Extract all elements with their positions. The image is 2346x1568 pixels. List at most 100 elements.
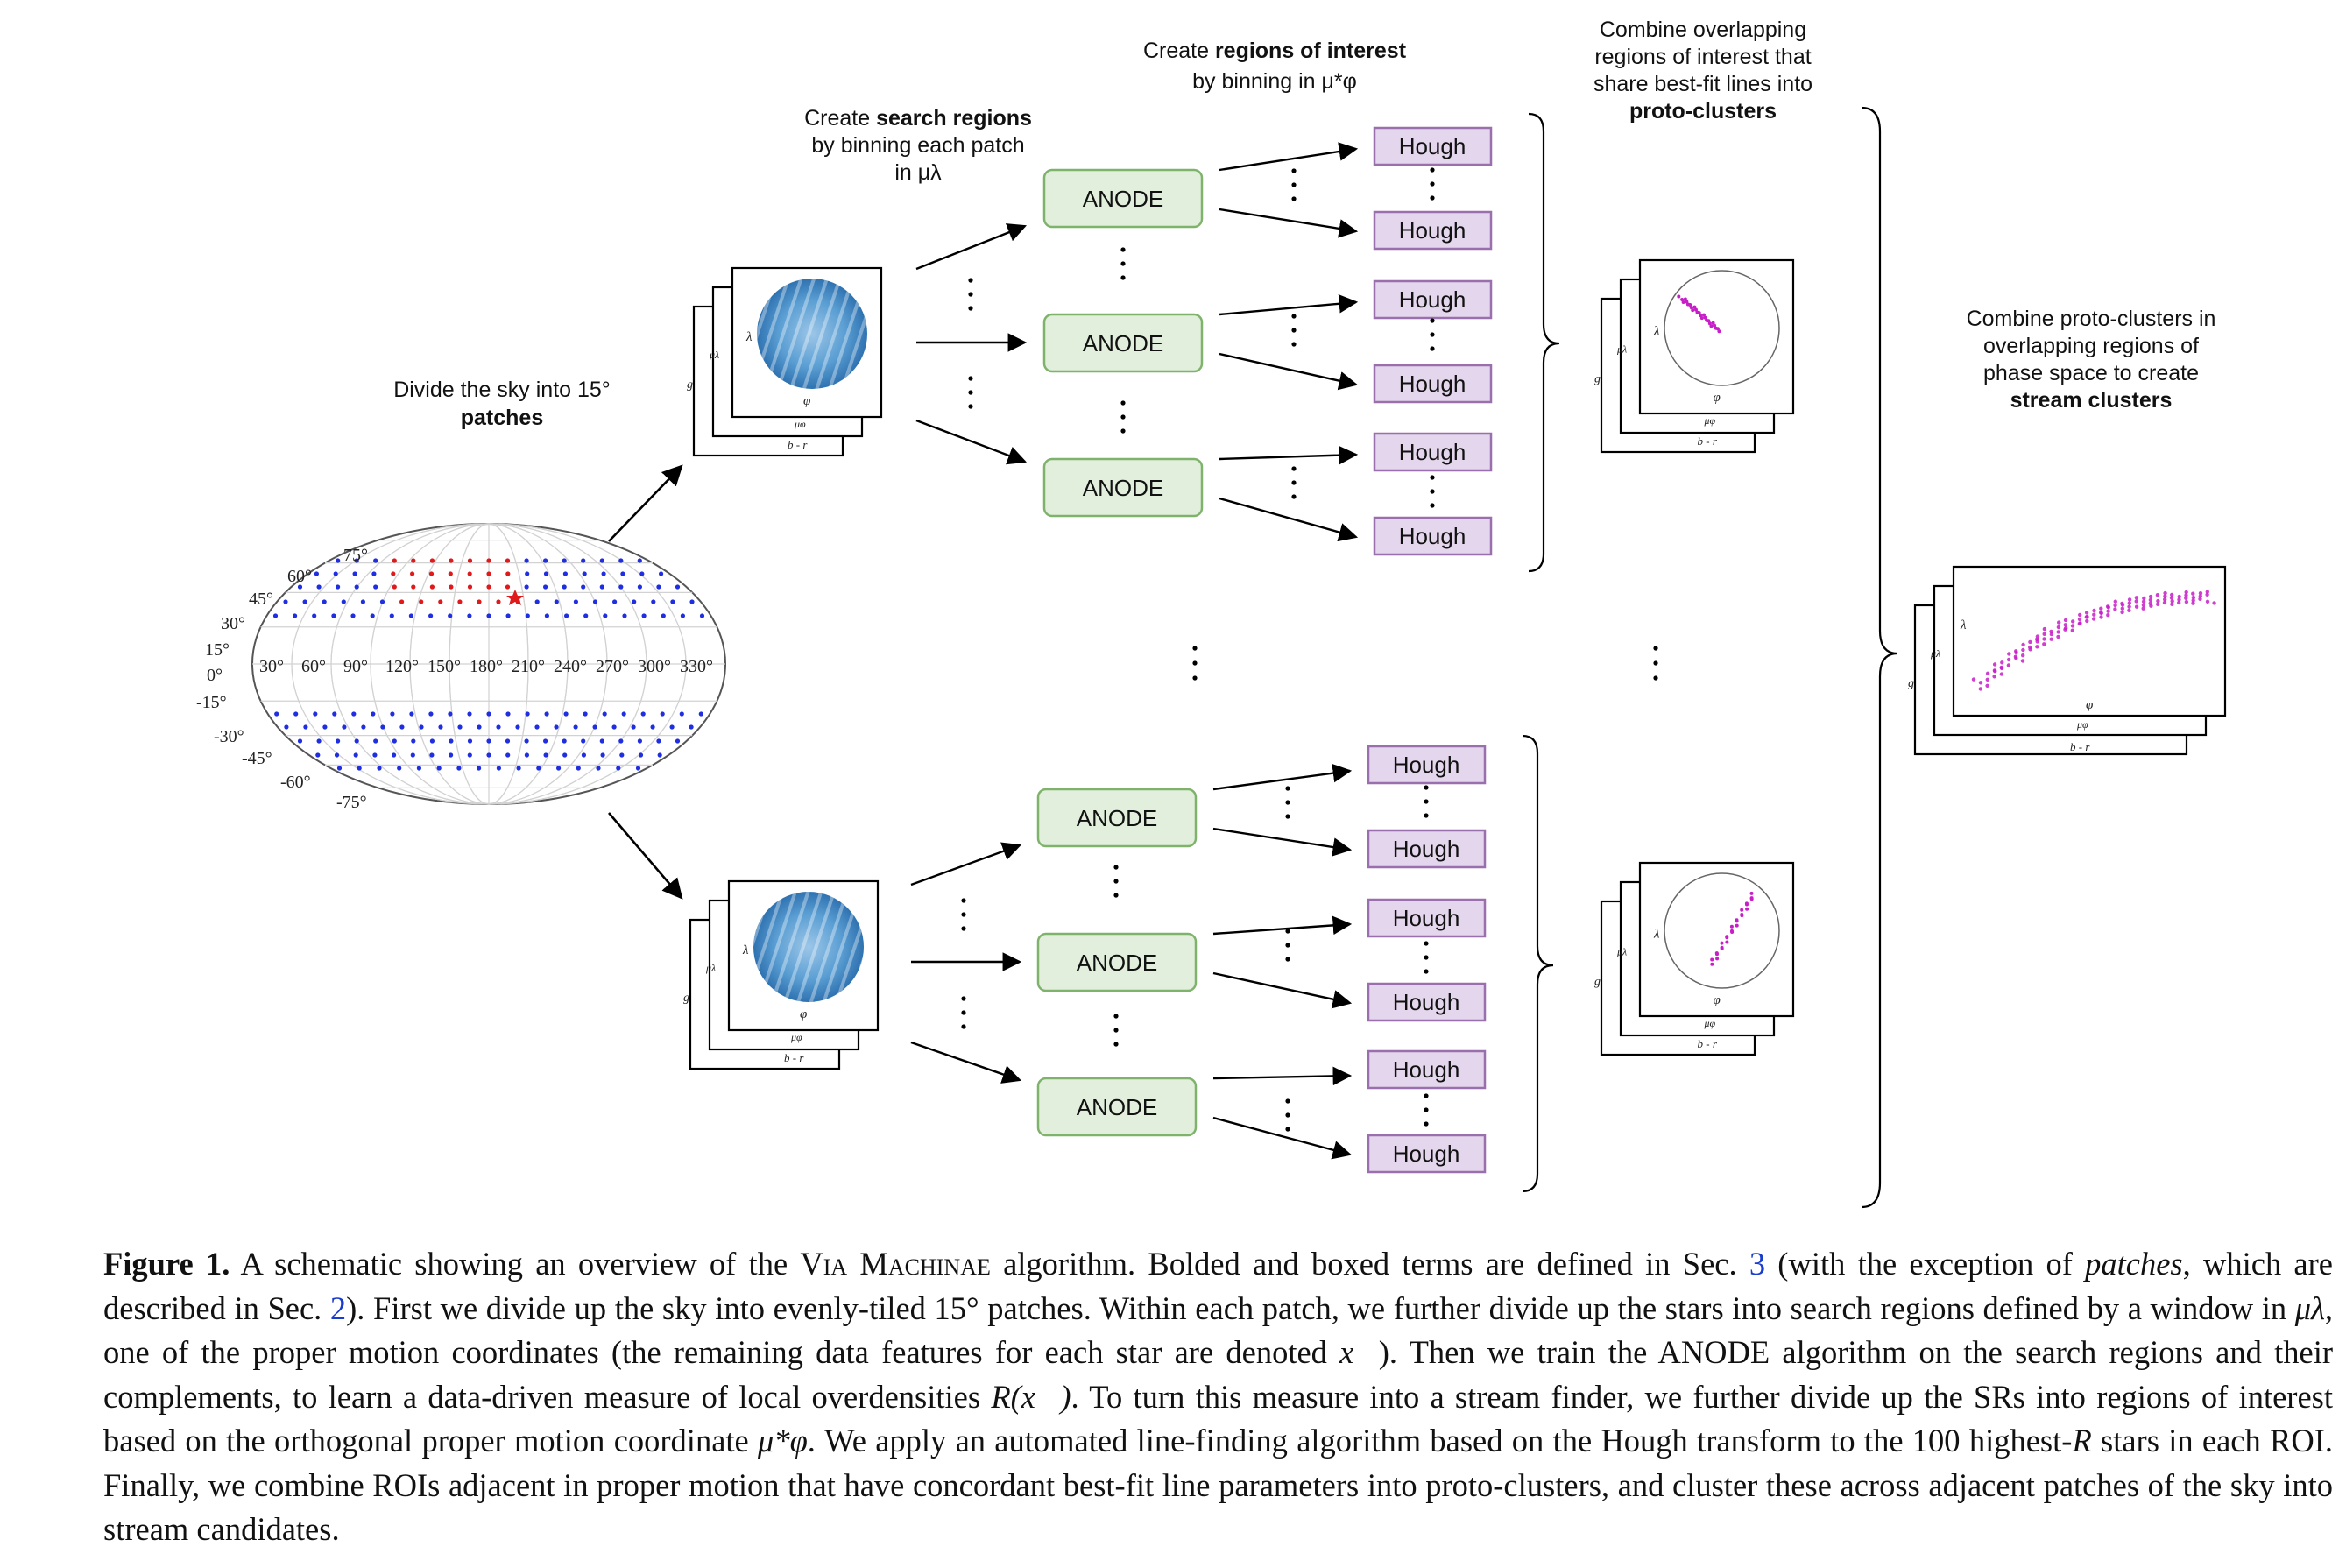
stream-star bbox=[2049, 637, 2053, 641]
patch-center-point bbox=[477, 724, 482, 730]
caption-r-of-x: R(x⃗) bbox=[991, 1378, 1071, 1415]
brace-bottom bbox=[1522, 734, 1554, 1193]
patch-center-point bbox=[689, 599, 695, 604]
ellipsis-dot bbox=[1424, 1107, 1429, 1112]
patch-center-point bbox=[449, 738, 454, 744]
patch-center-point bbox=[583, 711, 588, 717]
anode-box bbox=[1042, 168, 1204, 229]
ellipsis-dot bbox=[1653, 646, 1658, 651]
stream-star bbox=[1702, 313, 1706, 317]
latitude-label: 60° bbox=[287, 567, 312, 586]
axis-mu-lambda: μλ bbox=[1616, 946, 1627, 958]
patch-center-point bbox=[467, 558, 473, 563]
patch-center-point bbox=[467, 711, 472, 717]
proto-label-line3: share best-fit lines into bbox=[1593, 72, 1812, 96]
ellipsis-dot bbox=[1120, 261, 1126, 266]
axis-b-minus-r: b - r bbox=[784, 1051, 804, 1064]
stream-star bbox=[1735, 923, 1739, 928]
patch-center-point bbox=[342, 724, 347, 730]
hough-box bbox=[1373, 279, 1493, 320]
caption-text-9: . We apply an automated line-finding alg… bbox=[807, 1423, 2073, 1459]
patch-center-point bbox=[419, 724, 424, 730]
patch-center-point bbox=[336, 584, 341, 590]
patch-center-point bbox=[544, 613, 550, 618]
ellipsis-dot bbox=[1113, 893, 1119, 898]
patch-center-point bbox=[534, 599, 540, 604]
stream-star bbox=[2113, 607, 2117, 611]
patch-center-point bbox=[554, 599, 559, 604]
ellipsis-dot bbox=[1430, 346, 1435, 351]
patch-center-point bbox=[336, 558, 341, 563]
stream-star bbox=[1978, 681, 1983, 685]
arrow-anode-to-hough bbox=[1212, 827, 1353, 857]
anode-box-label: ANODE bbox=[1077, 805, 1157, 831]
patch-center-point bbox=[656, 584, 661, 590]
stream-star bbox=[1730, 930, 1735, 934]
patch-center-point bbox=[457, 599, 463, 604]
patch-center-point bbox=[596, 766, 601, 771]
caption-ref-sec2[interactable]: 2 bbox=[329, 1289, 347, 1326]
hough-box-label: Hough bbox=[1399, 439, 1466, 465]
stream-star bbox=[2163, 597, 2167, 602]
stream-star bbox=[2120, 610, 2124, 615]
patch-center-point bbox=[448, 752, 454, 758]
patch-center-point bbox=[556, 766, 562, 771]
stream-star bbox=[2198, 594, 2202, 598]
caption-mu-lambda: μλ bbox=[2294, 1289, 2325, 1326]
patch-center-point bbox=[334, 752, 340, 758]
axis-phi: φ bbox=[1714, 391, 1721, 405]
patch-center-point bbox=[564, 613, 569, 618]
ellipsis-dot bbox=[968, 278, 973, 283]
patch-center-point bbox=[391, 571, 396, 576]
patch-center-point bbox=[416, 766, 421, 771]
ellipsis-dot bbox=[961, 1024, 966, 1029]
patch-center-point bbox=[314, 571, 319, 576]
stream-star bbox=[2120, 606, 2124, 611]
stream-star bbox=[2191, 601, 2195, 605]
stream-star bbox=[2141, 606, 2145, 611]
axis-phi: φ bbox=[1714, 993, 1721, 1007]
patch-center-point bbox=[390, 711, 395, 717]
stream-star bbox=[1680, 298, 1685, 301]
longitude-label: 90° bbox=[343, 657, 368, 676]
arrow-sky-to-patch-bottom bbox=[608, 812, 683, 900]
anode-box bbox=[1042, 313, 1204, 373]
patch-center-point bbox=[631, 724, 636, 730]
stream-star bbox=[2212, 601, 2216, 605]
caption-ref-sec3[interactable]: 3 bbox=[1749, 1246, 1766, 1282]
axis-g: g bbox=[1908, 677, 1914, 690]
axis-mu-phi: μφ bbox=[2076, 718, 2088, 731]
patch-center-point bbox=[429, 558, 435, 563]
proto-label-line2: regions of interest that bbox=[1594, 45, 1811, 69]
patch-center-point bbox=[524, 584, 529, 590]
hough-box bbox=[1367, 745, 1487, 785]
stream-star bbox=[2113, 599, 2117, 604]
anode-box-label: ANODE bbox=[1083, 330, 1163, 357]
patch-center-point bbox=[543, 571, 549, 576]
hough-box-label: Hough bbox=[1399, 371, 1466, 397]
stream-star bbox=[2000, 660, 2004, 665]
hough-box-label: Hough bbox=[1399, 133, 1466, 159]
ellipsis-dot bbox=[1291, 342, 1297, 347]
patch-center-point bbox=[274, 711, 279, 717]
anode-box bbox=[1036, 788, 1198, 848]
patch-center-point bbox=[619, 752, 625, 758]
caption-text-10: stars in each ROI. Finally, we combine R… bbox=[103, 1423, 2333, 1547]
hough-box bbox=[1373, 364, 1493, 404]
anode-box bbox=[1036, 1077, 1198, 1137]
algorithm-schematic: Divide the sky into 15° patches Create s… bbox=[196, 18, 2227, 1209]
longitude-label: 120° bbox=[385, 657, 419, 676]
stream-star bbox=[2056, 630, 2060, 634]
stream-star bbox=[2148, 594, 2153, 599]
stream-star bbox=[2113, 603, 2117, 608]
patch-center-point bbox=[562, 584, 567, 590]
axis-b-minus-r: b - r bbox=[788, 438, 808, 451]
ellipsis-dot bbox=[968, 376, 973, 381]
patch-center-point bbox=[582, 571, 587, 576]
patch-center-point bbox=[659, 571, 664, 576]
stream-star bbox=[2020, 659, 2025, 663]
ellipsis-dot bbox=[1285, 929, 1290, 934]
patch-center-point bbox=[312, 613, 317, 618]
stream-star bbox=[2127, 608, 2131, 612]
